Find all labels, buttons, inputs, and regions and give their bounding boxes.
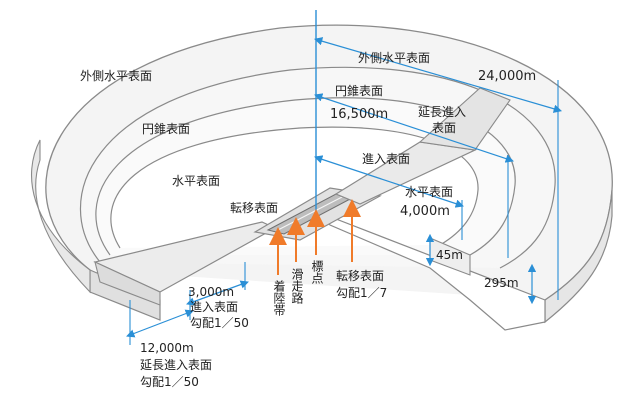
label-dist-16500: 16,500m <box>330 107 388 122</box>
dim-16500 <box>314 93 514 163</box>
label-dist-24000: 24,000m <box>478 69 536 84</box>
outer-ring-left-wall <box>30 139 91 294</box>
label-reference-point: 標点 <box>310 260 324 284</box>
label-conical-left: 円錐表面 <box>142 121 190 136</box>
label-horizontal-left: 水平表面 <box>172 174 220 188</box>
label-runway: 滑走路 <box>290 268 304 305</box>
label-outer-horizontal-right: 外側水平表面 <box>358 51 430 65</box>
label-landing-strip: 着陸帯 <box>272 279 286 316</box>
cutout-wedge <box>317 211 546 331</box>
label-approach-slope: 勾配1／50 <box>190 316 249 330</box>
label-transitional-top: 転移表面 <box>230 201 278 215</box>
label-dist-4000: 4,000m <box>400 204 450 219</box>
label-height-295: 295m <box>484 276 519 290</box>
label-extended-approach-1: 延長進入 <box>418 105 466 119</box>
dim-24000 <box>313 37 563 113</box>
label-outer-horizontal-left: 外側水平表面 <box>80 69 152 83</box>
label-conical-right: 円錐表面 <box>335 83 383 98</box>
label-transitional-bottom: 転移表面 <box>336 269 384 283</box>
label-height-45: 45m <box>436 248 463 262</box>
label-approach-len: 3,000m <box>188 285 234 299</box>
label-approach-surface: 進入表面 <box>190 300 238 314</box>
dim-3000 <box>186 280 249 306</box>
approach-surface-left-side <box>94 261 161 306</box>
label-horizontal-right: 水平表面 <box>405 185 453 199</box>
dim-12000 <box>126 309 194 338</box>
label-approach-right: 進入表面 <box>362 152 410 166</box>
label-extended-approach-2: 表面 <box>432 121 456 135</box>
dim-4000 <box>314 155 464 208</box>
label-ext-slope: 勾配1／50 <box>140 375 199 389</box>
label-ext-len: 12,000m <box>140 341 194 355</box>
label-transitional-slope: 勾配1／7 <box>336 286 387 300</box>
label-ext-surface: 延長進入表面 <box>140 358 212 372</box>
